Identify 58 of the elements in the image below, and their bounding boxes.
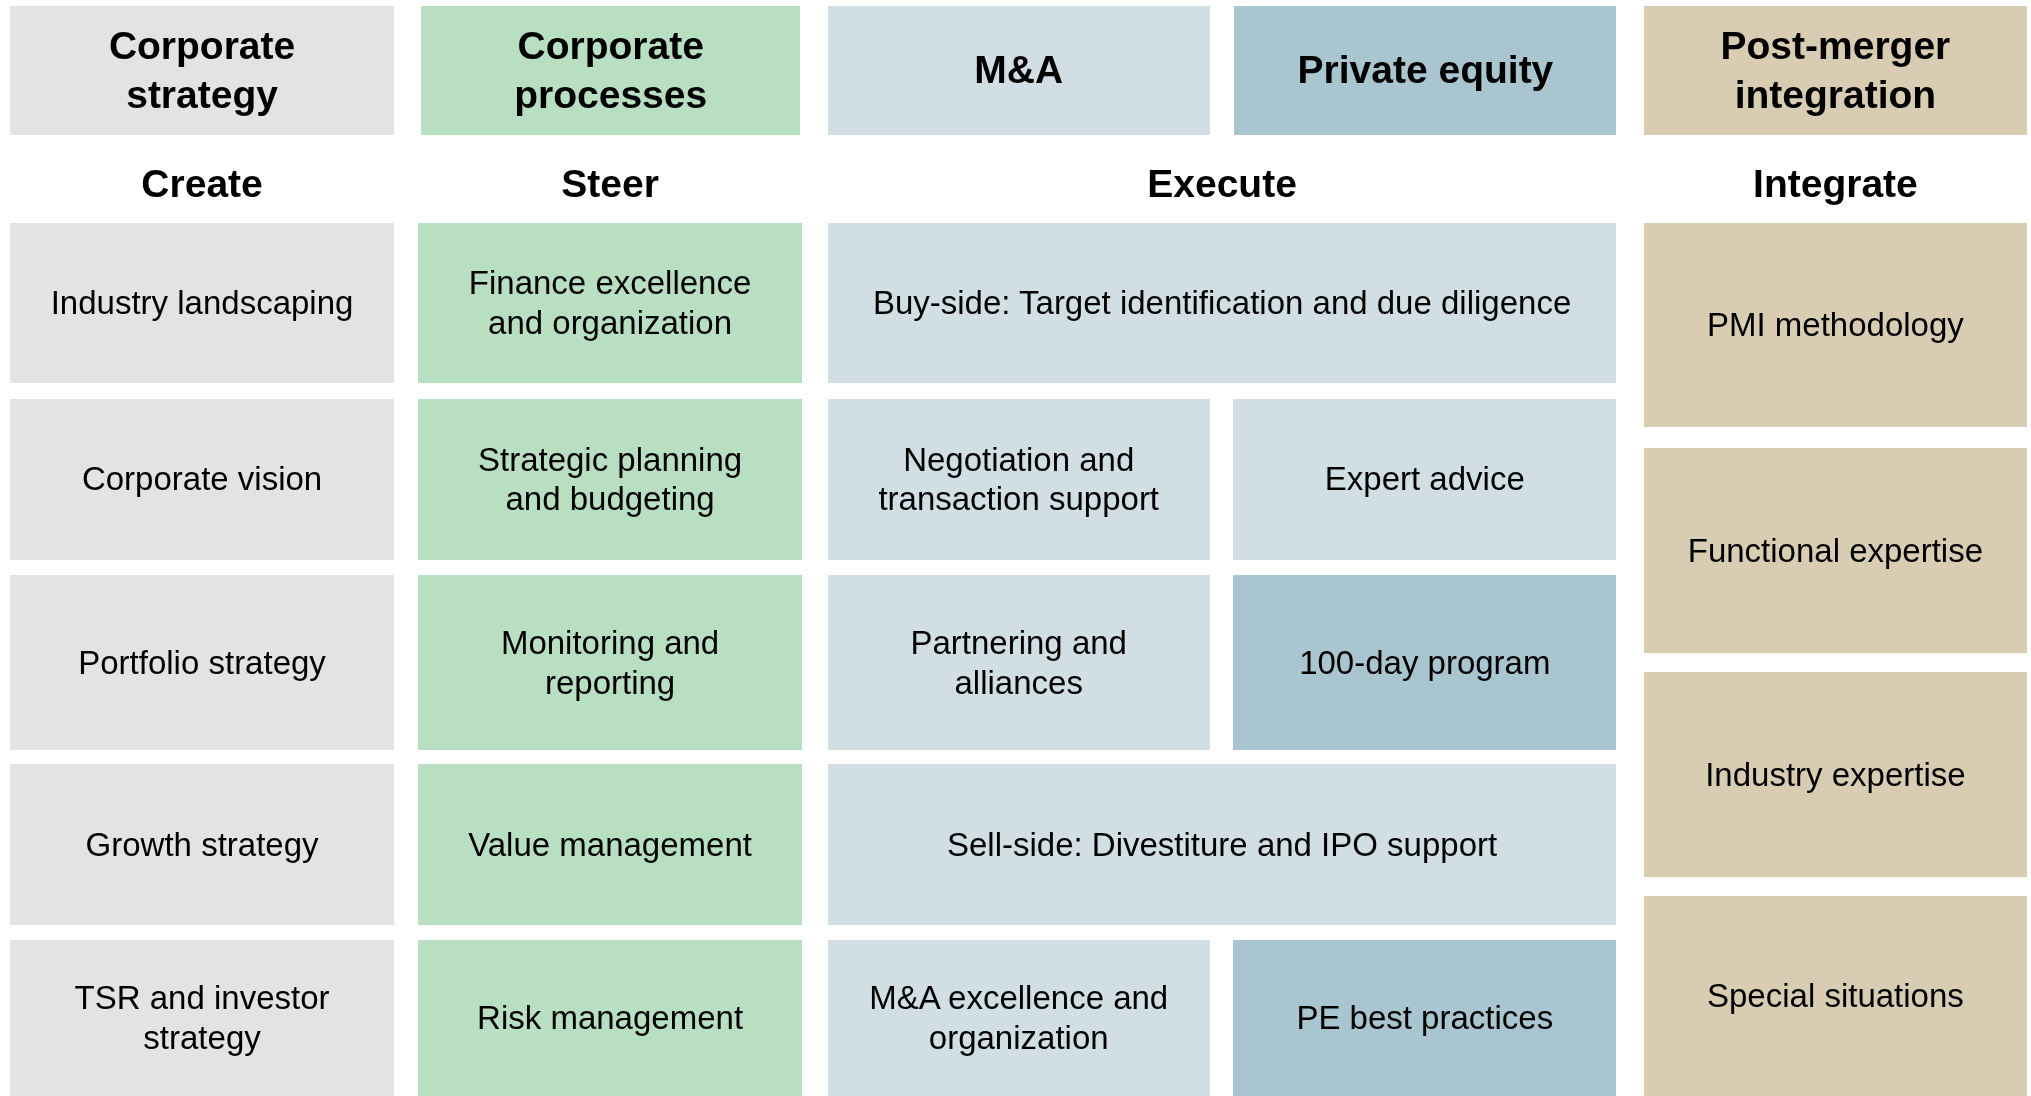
service-box (827, 764, 1617, 925)
box-text: Buy-side: Target identification and due diligence (872, 283, 1572, 323)
box-text: TSR and investor strategy (73, 978, 331, 1058)
phase-label: Steer (560, 161, 660, 206)
header-text: Post-merger integration (1719, 22, 1952, 118)
box-text: Sell-side: Divestiture and IPO support (946, 824, 1498, 865)
column-header-box (10, 6, 394, 135)
box-text: Industry landscaping (50, 283, 354, 323)
box-text: Finance excellence and organization (467, 263, 753, 343)
box-text: PE best practices (1296, 998, 1554, 1038)
service-box (1643, 448, 2028, 653)
service-box (827, 940, 1210, 1096)
service-box (418, 398, 802, 560)
box-text: Partnering and alliances (909, 622, 1128, 703)
column-header-box (827, 6, 1210, 135)
service-box (827, 575, 1210, 750)
box-text: M&A excellence and organization (868, 978, 1170, 1058)
service-box (827, 398, 1210, 560)
box-text: Negotiation and transaction support (877, 439, 1161, 519)
service-box (418, 764, 802, 925)
column-header-box (420, 6, 801, 135)
service-box (1643, 896, 2028, 1096)
service-box (418, 575, 802, 750)
service-box (1643, 672, 2028, 877)
phase-label: Execute (1146, 161, 1298, 206)
header-text: Corporate processes (513, 22, 709, 118)
header-text: Corporate strategy (107, 22, 297, 118)
box-text: Value management (468, 824, 752, 865)
phase-label: Create (140, 161, 264, 206)
phase-label: Integrate (1752, 161, 1919, 206)
service-box (827, 222, 1617, 384)
box-text: Strategic planning and budgeting (476, 439, 744, 519)
box-text: Expert advice (1324, 459, 1525, 500)
box-text: Portfolio strategy (78, 642, 326, 683)
column-header-box (1234, 6, 1617, 135)
service-box (10, 940, 394, 1096)
service-box (418, 940, 802, 1096)
box-text: PMI methodology (1707, 305, 1964, 345)
service-box (1233, 940, 1617, 1096)
box-text: Monitoring and reporting (499, 622, 721, 703)
service-box (1643, 222, 2028, 428)
header-text: Private equity (1297, 47, 1554, 94)
service-box (418, 222, 802, 384)
service-box (1233, 575, 1617, 750)
box-text: 100-day program (1299, 642, 1551, 683)
box-text: Special situations (1707, 976, 1964, 1016)
service-box (1233, 398, 1617, 560)
column-header-box (1643, 6, 2028, 135)
service-box (10, 575, 394, 750)
box-text: Industry expertise (1705, 754, 1966, 795)
header-text: M&A (974, 47, 1064, 94)
service-box (10, 764, 394, 925)
box-text: Growth strategy (85, 824, 319, 865)
service-box (10, 222, 394, 384)
service-box (10, 398, 394, 560)
box-text: Corporate vision (81, 459, 323, 500)
box-text: Functional expertise (1687, 530, 1984, 571)
box-text: Risk management (477, 998, 744, 1038)
